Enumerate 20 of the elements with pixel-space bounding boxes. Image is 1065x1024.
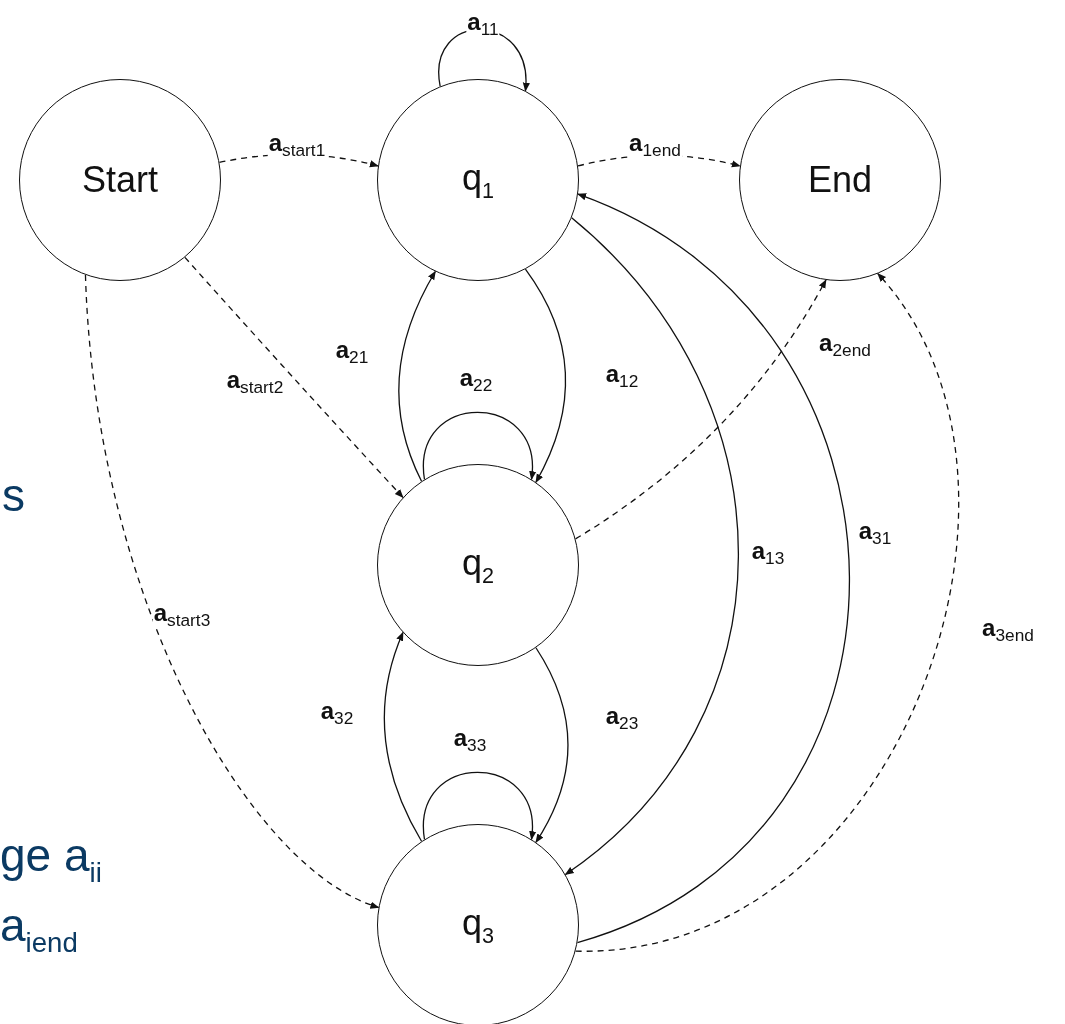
- transition-arrow: [398, 270, 436, 482]
- transition-arrow: [574, 279, 827, 540]
- slide-text: a$_{iend}$: [0, 902, 78, 957]
- transition-arrow: [574, 272, 958, 952]
- transition-arrow: [184, 256, 404, 499]
- transition-arrow: [564, 217, 740, 876]
- transition-arrow: [524, 268, 566, 484]
- state-label: End: [807, 159, 873, 201]
- slide-text: s: [2, 472, 25, 518]
- transition-arrow: [423, 411, 536, 481]
- state-label: q$_{1}$: [461, 156, 494, 204]
- state-label: q$_{2}$: [461, 541, 494, 589]
- slide-text: ge a$_{ii}$: [0, 832, 102, 887]
- state-label: q$_{3}$: [461, 901, 494, 949]
- transition-arrow: [84, 274, 380, 909]
- transition-arrow: [383, 631, 423, 842]
- transition-arrow: [423, 771, 536, 841]
- transition-arrow: [576, 193, 851, 944]
- transition-arrow: [535, 647, 569, 844]
- state-label: Start: [82, 159, 158, 201]
